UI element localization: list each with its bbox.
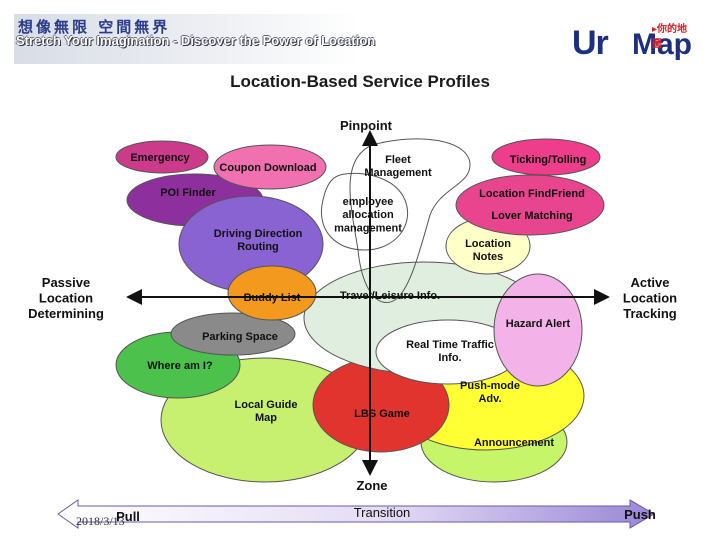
logo-ur-text: Ur [572, 24, 609, 62]
logo-map-text: Map [632, 28, 692, 61]
label-where-am-i: Where am I? [147, 360, 213, 372]
location-findfriend-bubble [455, 174, 605, 236]
label-emergency: Emergency [130, 152, 190, 164]
label-line: Location [39, 291, 93, 306]
label-line: Real Time Traffic [406, 339, 494, 351]
label-line: Push-mode [460, 380, 520, 392]
slide-date: 2018/3/13 [76, 514, 125, 528]
label-line: Local Guide [235, 399, 298, 411]
label-line: Location [465, 238, 511, 250]
parking-space-bubble [170, 312, 296, 356]
label-line: Adv. [478, 393, 501, 405]
slogan-banner [14, 14, 360, 64]
axis-label-pinpoint: Pinpoint [340, 118, 393, 133]
slide-title: Location-Based Service Profiles [230, 72, 490, 91]
label-line: management [334, 222, 402, 234]
employee-allocation-outline [320, 172, 409, 251]
emergency-bubble [115, 140, 209, 174]
pull-push-arrow [57, 499, 655, 529]
label-line: Map [255, 412, 277, 424]
label-line: Tracking [623, 306, 677, 321]
label-line: Determining [28, 306, 104, 321]
label-line: Driving Direction [214, 228, 303, 240]
buddy-list-bubble [227, 265, 317, 321]
label-coupon-download: Coupon Download [219, 162, 316, 174]
label-location-findfriend: Location FindFriend [479, 188, 585, 200]
coupon-download-bubble [213, 144, 327, 190]
label-transition: Transition [354, 505, 411, 520]
label-line: Active [630, 275, 669, 290]
label-announcement: Announcement [474, 437, 554, 449]
label-line: Notes [473, 251, 504, 263]
axis-label-zone: Zone [356, 478, 387, 493]
fleet-management-outline [349, 138, 471, 303]
label-line: Management [364, 167, 432, 179]
label-hazard-alert: Hazard Alert [506, 318, 571, 330]
label-pull: Pull [116, 509, 140, 524]
label-line: Routing [237, 241, 279, 253]
label-lbs-game: LBS Game [354, 408, 410, 420]
hazard-alert-bubble [493, 273, 583, 387]
label-line: employee [343, 196, 394, 208]
label-push: Push [624, 507, 656, 522]
label-lover-matching: Lover Matching [491, 210, 572, 222]
banner-chinese-slogan: 想像無限 空間無界 [18, 18, 171, 36]
label-line: Info. [438, 352, 461, 364]
label-ticking-tolling: Ticking/Tolling [510, 154, 587, 166]
label-travel-leisure: Travel/Leisure Info. [340, 290, 440, 302]
label-line: Passive [42, 275, 90, 290]
banner-english-slogan: Stretch Your Imagination - Discover the … [16, 33, 376, 48]
label-line: Location [623, 291, 677, 306]
ticking-tolling-bubble [491, 138, 601, 176]
label-line: Fleet [385, 154, 411, 166]
logo-tagline: ▸你的地圖 [652, 24, 688, 50]
label-poi-finder: POI Finder [160, 187, 216, 199]
label-line: allocation [342, 209, 394, 221]
label-buddy-list: Buddy List [244, 292, 301, 304]
urmap-logo: Ur Map ▸你的地圖 [572, 20, 692, 64]
label-parking-space: Parking Space [202, 331, 278, 343]
